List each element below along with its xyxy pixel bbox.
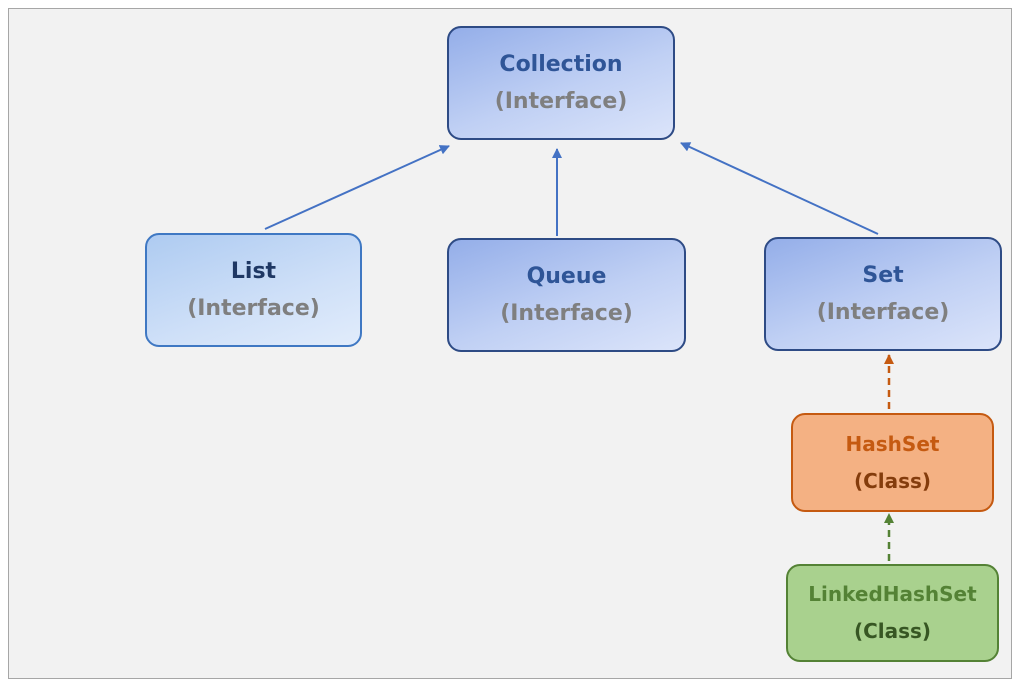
node-list: List (Interface) (145, 233, 362, 347)
node-hashset: HashSet (Class) (791, 413, 994, 512)
node-collection-name: Collection (499, 51, 623, 77)
node-set-kind: (Interface) (816, 300, 950, 325)
node-collection: Collection (Interface) (447, 26, 675, 140)
node-list-kind: (Interface) (187, 296, 320, 321)
node-collection-kind: (Interface) (494, 89, 628, 114)
node-hashset-name: HashSet (845, 431, 940, 456)
node-queue: Queue (Interface) (447, 238, 686, 352)
node-queue-kind: (Interface) (500, 301, 633, 326)
node-set-name: Set (862, 262, 904, 288)
node-linkedhashset-name: LinkedHashSet (808, 582, 977, 606)
node-set: Set (Interface) (764, 237, 1002, 351)
node-hashset-kind: (Class) (853, 468, 932, 493)
node-list-name: List (230, 258, 277, 284)
node-queue-name: Queue (526, 263, 607, 289)
node-linkedhashset: LinkedHashSet (Class) (786, 564, 999, 662)
node-linkedhashset-kind: (Class) (853, 619, 932, 643)
